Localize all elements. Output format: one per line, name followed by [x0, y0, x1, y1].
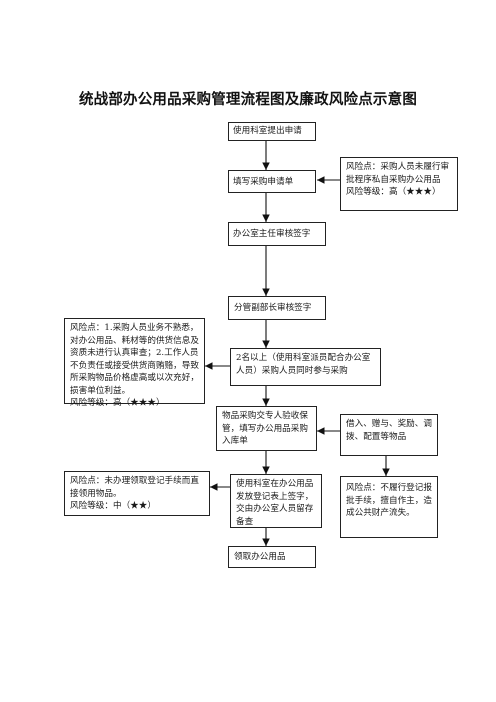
- step-distribution-register: 使用科室在办公用品发放登记表上签字，交由办公室人员留存备查: [230, 474, 322, 528]
- step-deputy-minister-review: 分管副部长审核签字: [228, 296, 326, 320]
- risk-box-procurement: 风险点：1.采购人员业务不熟悉，对办公用品、耗材等的供货信息及资质未进行认真审查…: [64, 318, 205, 408]
- side-box-registration-risk: 风险点：不履行登记报批手续，擅自作主，造成公共财产流失。: [340, 476, 438, 538]
- step-receive-supplies: 领取办公用品: [228, 546, 316, 568]
- risk-box-receipt: 风险点：未办理领取登记手续而直接领用物品。 风险等级：中（★★）: [64, 471, 210, 516]
- step-apply: 使用科室提出申请: [228, 122, 316, 141]
- step-procurement: 2名以上（使用科室派员配合办公室人员）采购人员同时参与采购: [230, 348, 381, 386]
- risk-box-approval: 风险点：采购人员未履行审批程序私自采购办公用品 风险等级：高（★★★）: [340, 157, 458, 211]
- side-box-other-sources: 借入、赠与、奖励、调拨、配置等物品: [340, 414, 438, 456]
- step-acceptance-storage: 物品采购交专人验收保管，填写办公用品采购入库单: [216, 406, 317, 451]
- step-office-director-review: 办公室主任审核签字: [228, 222, 326, 246]
- page-title: 统战部办公用品采购管理流程图及廉政风险点示意图: [78, 92, 418, 108]
- step-fill-form: 填写采购申请单: [228, 170, 316, 193]
